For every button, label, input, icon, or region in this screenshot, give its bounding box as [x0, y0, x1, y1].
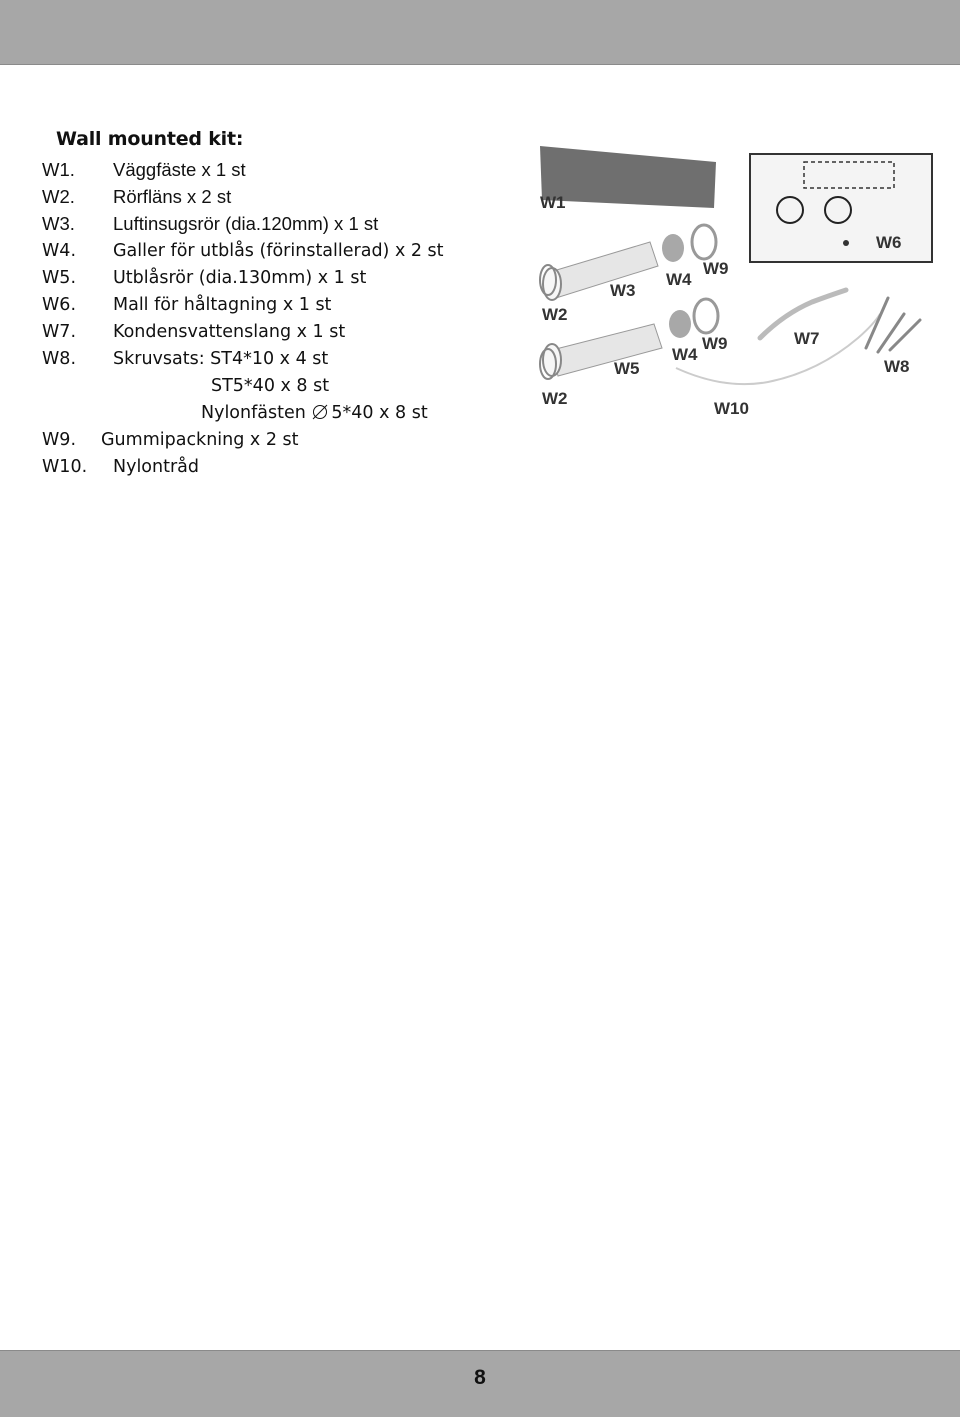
template-hole-left — [776, 196, 804, 224]
drain-hose-shape — [757, 287, 849, 341]
page-number: 8 — [474, 1366, 486, 1389]
figure-label-w4b: W4 — [672, 345, 698, 364]
item-code: W6. — [42, 295, 77, 315]
nylon-thread-shape — [675, 313, 881, 386]
figure-label-w1: W1 — [540, 193, 566, 212]
figure-label-w5: W5 — [614, 359, 640, 378]
pipe-flange-shape — [539, 264, 557, 296]
item-text: Kondensvattenslang x 1 st — [113, 322, 346, 342]
footer-band — [0, 1350, 960, 1417]
section-heading: Wall mounted kit: — [56, 128, 244, 150]
screw-set-shape — [864, 296, 922, 354]
item-text: Mall för håltagning x 1 st — [113, 295, 332, 315]
w8-continuation-line: Nylonfästen 5*40 x 8 st — [201, 400, 428, 426]
grille-shape — [662, 234, 684, 262]
kit-parts-illustration: W1 W6 W3 W4 W9 W2 W5 W4 W9 W2 — [528, 138, 934, 430]
wall-bracket-shape — [540, 146, 716, 208]
grille-shape — [669, 310, 691, 338]
item-text: Gummipackning x 2 st — [101, 430, 299, 450]
figure-label-w6: W6 — [876, 233, 902, 252]
template-hole-right — [824, 196, 852, 224]
figure-label-w2a: W2 — [542, 305, 568, 324]
nylon-fastener-text: Nylonfästen 5*40 x 8 st — [201, 403, 428, 423]
item-text: Väggfäste x 1 st — [113, 159, 246, 180]
figure-label-w10: W10 — [714, 399, 749, 418]
item-code: W3. — [42, 213, 75, 234]
gasket-shape — [692, 297, 720, 335]
item-text: Nylontråd — [113, 457, 199, 477]
figure-label-w7: W7 — [794, 329, 820, 348]
gasket-shape — [690, 223, 718, 261]
figure-label-w9a: W9 — [703, 259, 729, 278]
item-code: W10. — [42, 457, 88, 477]
drilling-template-shape — [749, 153, 933, 263]
item-text: Galler för utblås (förinstallerad) x 2 s… — [113, 241, 444, 261]
figure-label-w8: W8 — [884, 357, 910, 376]
item-text: Skruvsats: ST4*10 x 4 st — [113, 349, 329, 369]
kit-parts-figure: W1 W6 W3 W4 W9 W2 W5 W4 W9 W2 — [528, 138, 934, 430]
pipe-flange-shape — [539, 348, 557, 380]
item-text: Rörfläns x 2 st — [113, 186, 232, 207]
item-code: W7. — [42, 322, 77, 342]
nylon-fastener-label: Nylonfästen 5*40 x 8 st — [201, 403, 428, 423]
header-band — [0, 0, 960, 65]
diameter-icon — [313, 404, 328, 420]
template-slot-shape — [803, 161, 895, 189]
item-code: W4. — [42, 241, 77, 261]
figure-label-w4a: W4 — [666, 270, 692, 289]
figure-label-w3: W3 — [610, 281, 636, 300]
item-text: Utblåsrör (dia.130mm) x 1 st — [113, 268, 367, 288]
item-code: W5. — [42, 268, 77, 288]
figure-label-w9b: W9 — [702, 334, 728, 353]
item-code: W8. — [42, 349, 77, 369]
item-code: W1. — [42, 159, 75, 180]
figure-label-w2b: W2 — [542, 389, 568, 408]
w8-continuation-line: ST5*40 x 8 st — [211, 376, 330, 396]
item-code: W2. — [42, 186, 75, 207]
item-code: W9. — [42, 430, 77, 450]
template-small-hole — [843, 240, 849, 246]
item-text: Luftinsugsrör (dia.120mm) x 1 st — [113, 213, 379, 234]
